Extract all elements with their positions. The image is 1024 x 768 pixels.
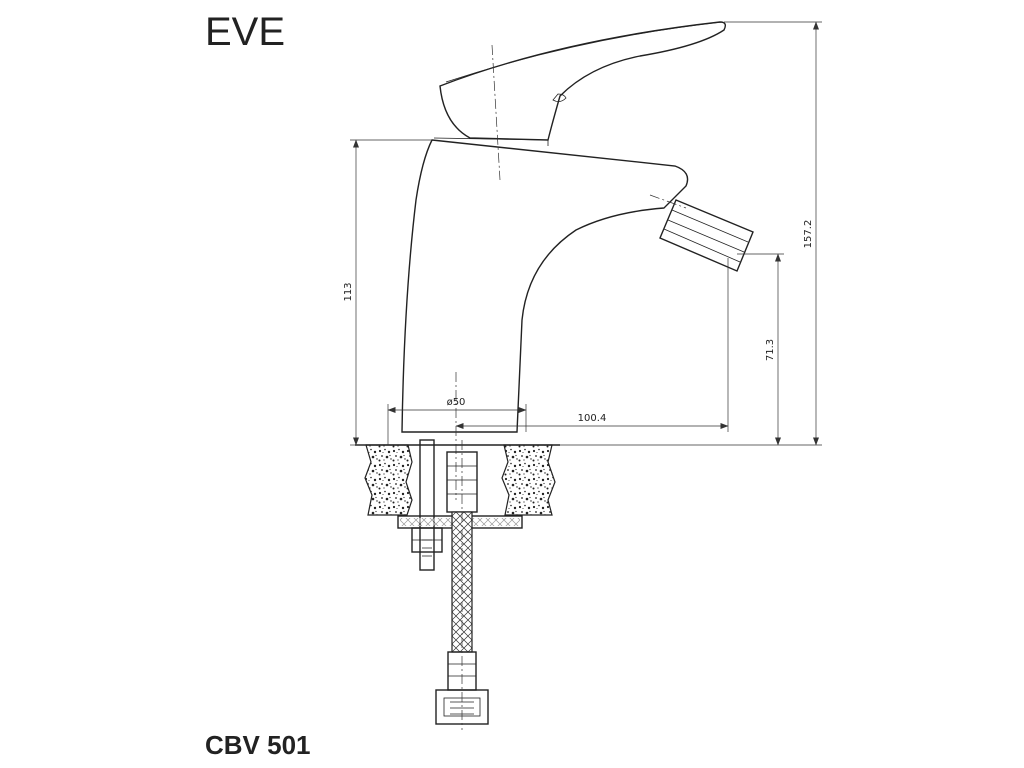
dimension-100-4: 100.4 bbox=[455, 258, 729, 432]
dimension-diameter-50-label: ø50 bbox=[447, 397, 466, 408]
dimension-157-2: 157.2 bbox=[560, 21, 822, 446]
dimension-71-3: 71.3 bbox=[737, 253, 784, 446]
handle-centerline bbox=[491, 44, 501, 181]
dimension-71-3-label: 71.3 bbox=[765, 339, 776, 361]
dimension-113: 113 bbox=[343, 139, 432, 446]
faucet-body bbox=[401, 137, 689, 433]
model-code: CBV 501 bbox=[205, 730, 311, 760]
product-name: EVE bbox=[205, 10, 285, 54]
countertop-section bbox=[355, 444, 560, 516]
flexible-hose bbox=[435, 440, 489, 730]
lever-handle bbox=[439, 21, 727, 141]
dimension-100-4-label: 100.4 bbox=[578, 413, 607, 424]
dimension-diameter-50: ø50 bbox=[387, 397, 527, 445]
dimension-113-label: 113 bbox=[343, 282, 354, 301]
aerator-nozzle bbox=[649, 194, 754, 272]
dimension-157-2-label: 157.2 bbox=[803, 220, 814, 249]
